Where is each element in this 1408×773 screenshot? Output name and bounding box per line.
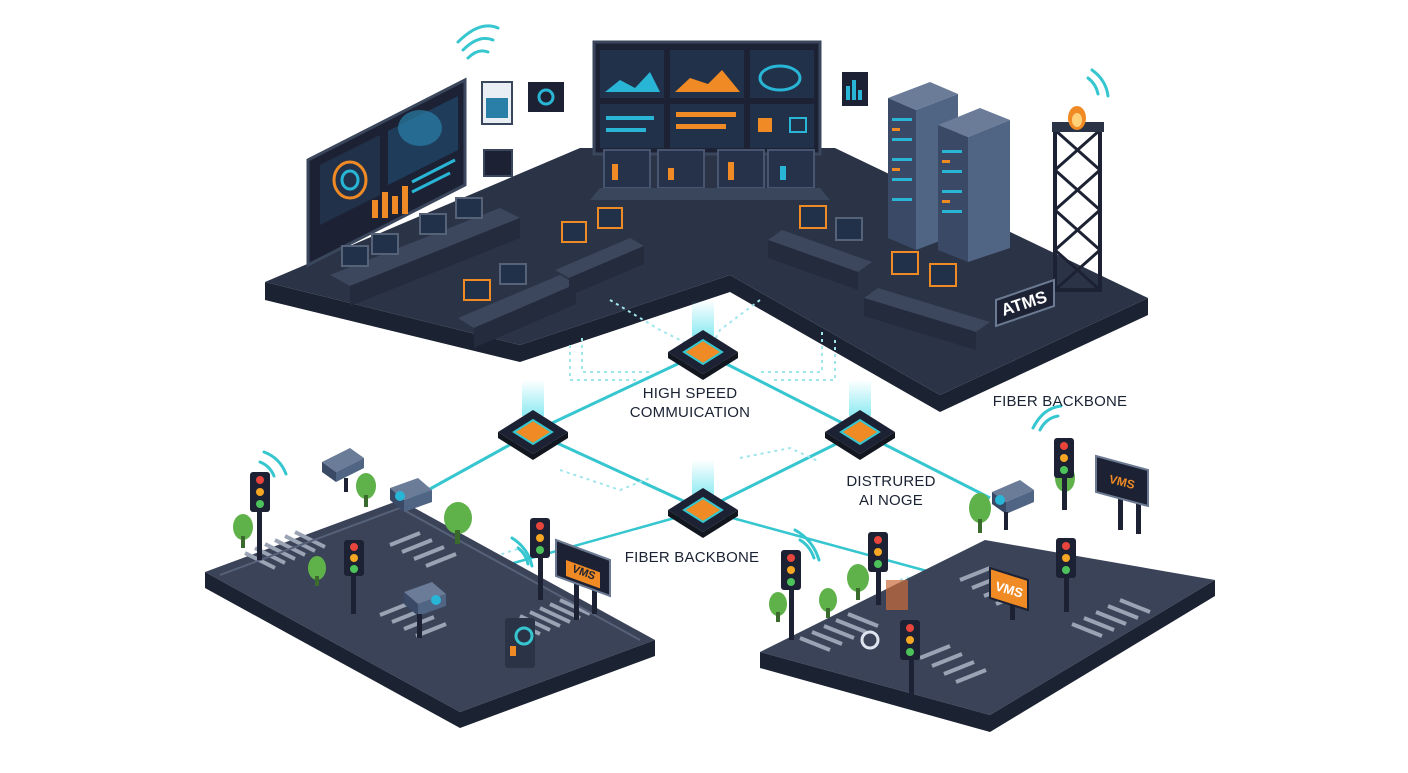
ai-node-right xyxy=(825,380,895,460)
intersection-right xyxy=(760,540,1215,732)
video-wall-center xyxy=(592,40,822,156)
ai-node-left xyxy=(498,380,568,460)
traffic-light-2 xyxy=(344,540,364,614)
center-consoles xyxy=(590,149,830,200)
vms-right-label: VMS xyxy=(1108,472,1137,492)
cctv-camera-4 xyxy=(992,480,1034,530)
high-speed-communication-label: HIGH SPEED COMMUICATION xyxy=(610,384,770,422)
high-speed-line1: HIGH SPEED xyxy=(642,385,738,402)
controller-cabinet xyxy=(505,580,908,668)
server-rack-icon xyxy=(888,82,1010,262)
floating-screens xyxy=(481,72,868,177)
ai-node-chip-icon xyxy=(498,300,895,538)
fiber-backbone-label-center: FIBER BACKBONE xyxy=(624,549,760,566)
traffic-light-icon xyxy=(250,438,1076,700)
distributed-ai-node-label: DISTRURED AI NOGE xyxy=(826,472,956,510)
ai-node-bottom xyxy=(668,460,738,538)
traffic-light-8 xyxy=(1056,538,1076,612)
operator-desks-left xyxy=(330,197,644,348)
cctv-camera-1 xyxy=(322,448,364,492)
vms-sign-right-top: VMS xyxy=(1095,454,1149,534)
traffic-light-5 xyxy=(868,532,888,605)
traffic-light-3 xyxy=(530,518,550,600)
distributed-line2: AI NOGE xyxy=(859,492,923,509)
operator-desks-right xyxy=(768,205,990,350)
traffic-light-1 xyxy=(250,472,270,560)
video-wall-left xyxy=(306,77,467,268)
vms-sign-orange: VMS xyxy=(989,566,1029,620)
traffic-light-4 xyxy=(781,550,801,640)
fiber-backbone-label-right: FIBER BACKBONE xyxy=(992,393,1128,410)
high-speed-links xyxy=(409,299,991,582)
radio-tower-icon xyxy=(1052,106,1104,292)
vms-sign-left: VMS xyxy=(555,538,611,620)
traffic-light-6 xyxy=(900,620,920,700)
ai-node-top xyxy=(668,300,738,380)
cctv-camera-icon xyxy=(322,448,1034,638)
high-speed-line2: COMMUICATION xyxy=(629,404,751,421)
intersection-left xyxy=(205,500,655,728)
distributed-line1: DISTRURED xyxy=(846,473,936,490)
traffic-light-7 xyxy=(1054,438,1074,510)
cctv-camera-3 xyxy=(404,582,446,638)
cctv-camera-2 xyxy=(390,478,432,512)
